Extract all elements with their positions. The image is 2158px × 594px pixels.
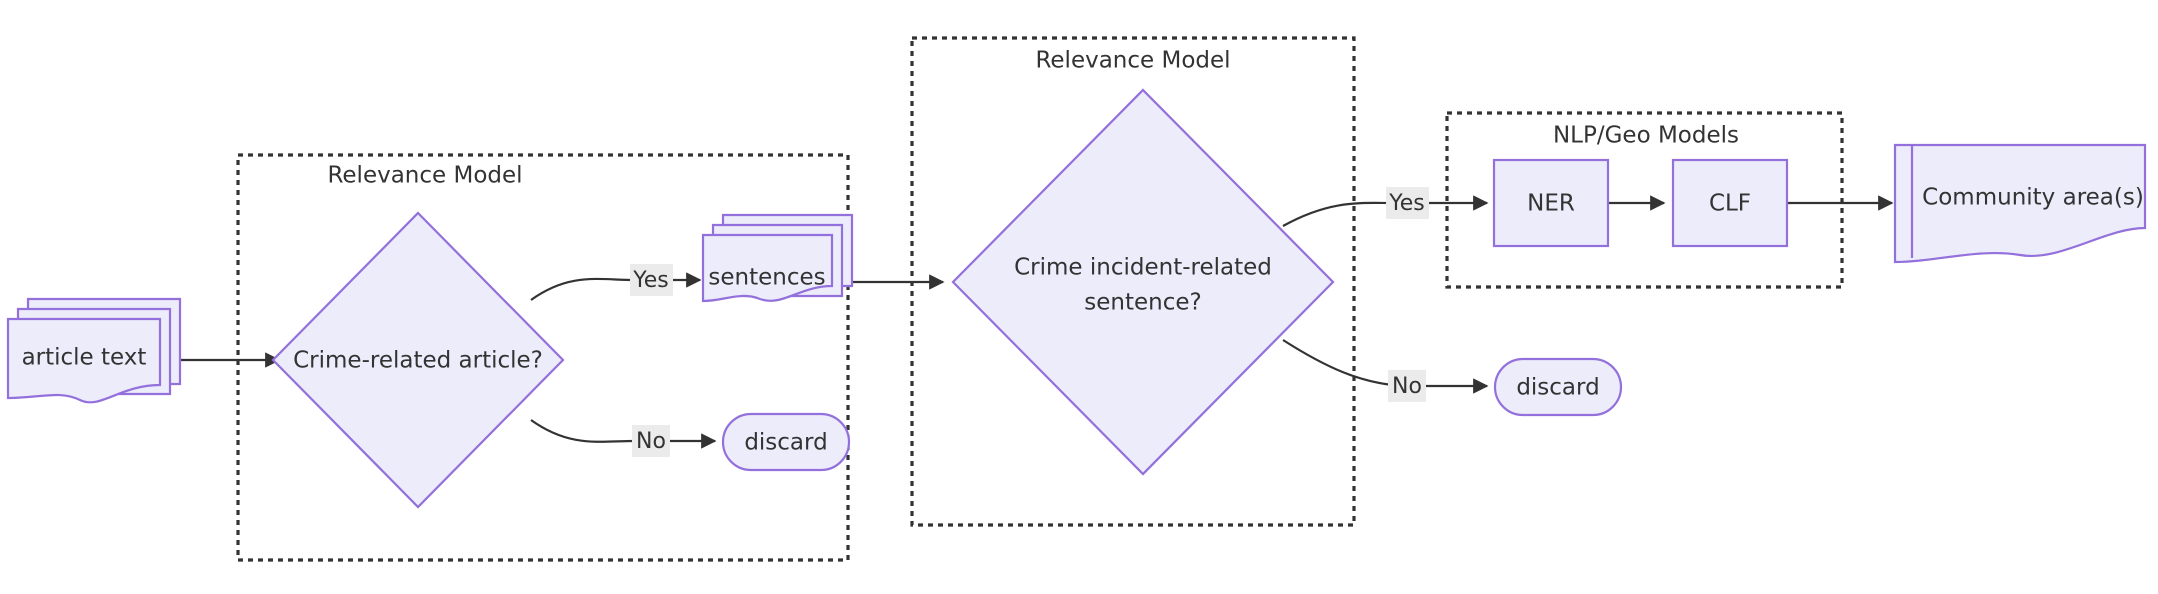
edge-label-sentence-yes-bg xyxy=(1386,187,1429,219)
crime-sentence-diamond xyxy=(951,88,1335,476)
subgraph-title-nlpgeo: NLP/Geo Models xyxy=(1553,123,1739,149)
community-areas-document xyxy=(1893,143,2147,264)
subgraph-border-nlpgeo xyxy=(1445,111,1844,289)
edge-sentence-yes-curve xyxy=(1282,201,1392,227)
clf-rect xyxy=(1671,158,1789,248)
crime-article-diamond xyxy=(271,211,565,509)
node-ner[interactable]: NER xyxy=(1492,158,1610,248)
node-crime-article-decision[interactable]: Crime-related article? xyxy=(271,211,565,509)
edge-label-article-yes-bg xyxy=(630,264,673,296)
subgraph-border-article xyxy=(236,153,850,562)
subgraph-title-article: Relevance Model xyxy=(327,163,522,189)
edge-sentence-no-curve xyxy=(1282,339,1393,387)
discard-article-stadium xyxy=(721,412,851,472)
edge-label-sentence-yes: Yes xyxy=(1386,187,1429,219)
subgraph-title-sentence: Relevance Model xyxy=(1035,48,1230,74)
edge-label-article-yes: Yes xyxy=(630,264,673,296)
edge-label-article-no-bg xyxy=(632,425,670,457)
node-clf[interactable]: CLF xyxy=(1671,158,1789,248)
node-discard-article[interactable]: discard xyxy=(721,412,851,472)
node-article-text[interactable]: article text xyxy=(6,297,182,404)
ner-rect xyxy=(1492,158,1610,248)
edge-label-article-no: No xyxy=(632,425,670,457)
article-text-document xyxy=(6,317,162,404)
edge-label-sentence-no-bg xyxy=(1388,370,1426,402)
edge-decision-no-curve xyxy=(530,419,635,443)
edge-decision-yes-curve xyxy=(530,277,635,301)
node-discard-sentence[interactable]: discard xyxy=(1493,357,1623,417)
sentences-document xyxy=(701,233,834,303)
node-crime-sentence-decision[interactable]: Crime incident-related sentence? xyxy=(951,88,1335,476)
discard-sentence-stadium xyxy=(1493,357,1623,417)
node-community-areas[interactable]: Community area(s) xyxy=(1893,143,2147,264)
node-sentences[interactable]: sentences xyxy=(701,213,854,303)
edge-label-sentence-no: No xyxy=(1388,370,1426,402)
